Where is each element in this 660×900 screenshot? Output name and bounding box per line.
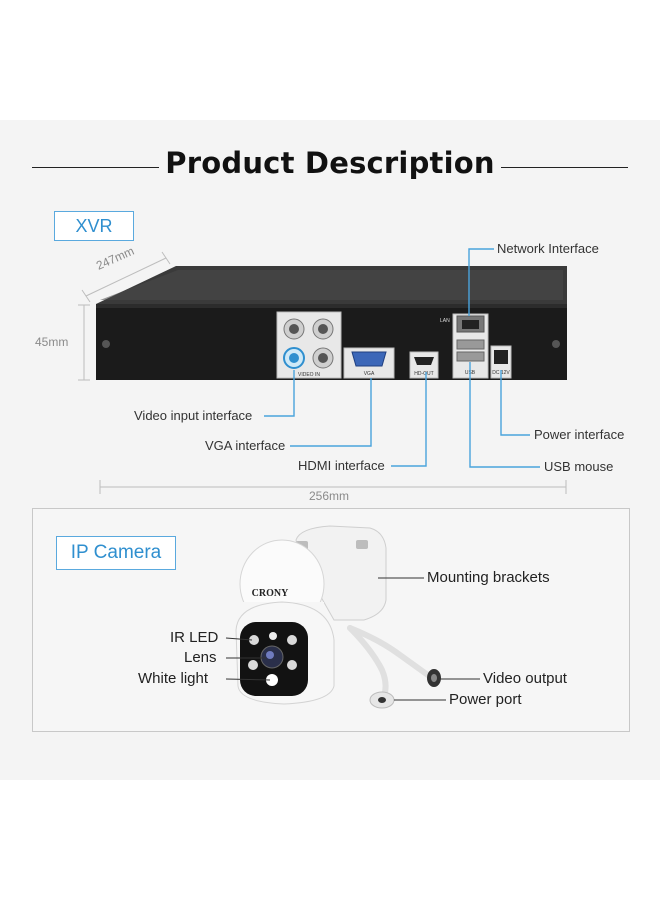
vga-mark: VGA: [364, 371, 375, 377]
title-rule-right: [500, 167, 628, 168]
video-input-interface-label: Video input interface: [134, 408, 253, 423]
xvr-device: VIDEO IN VGA HD-OUT LAN USB DC 12V: [96, 266, 567, 380]
camera-cable: [347, 625, 435, 681]
ir-led-label: IR LED: [170, 629, 219, 646]
bnc-connector-icon: [283, 318, 334, 369]
power-interface-label: Power interface: [534, 427, 625, 442]
hdmi-port-icon: [414, 357, 434, 365]
power-port-label: Power port: [449, 691, 522, 708]
xvr-callout-lines: [264, 248, 540, 468]
xvr-tag: XVR: [54, 211, 134, 241]
dc-port-icon: [494, 350, 508, 364]
white-light-label: White light: [138, 670, 209, 687]
ip-camera-device: CRONY: [235, 525, 441, 709]
mounting-brackets-label: Mounting brackets: [427, 569, 550, 586]
dimension-lines: [78, 251, 567, 494]
title-rule-left: [32, 167, 162, 168]
ir-led-icon: [248, 660, 258, 670]
hdmi-interface-label: HDMI interface: [298, 458, 385, 473]
lens-label: Lens: [184, 649, 217, 666]
white-light-icon: [266, 674, 278, 686]
network-interface-label: Network Interface: [497, 241, 599, 256]
usb-port-icon: [456, 351, 485, 362]
ir-led-icon: [249, 635, 259, 645]
video-output-label: Video output: [483, 670, 567, 687]
usb-port-icon: [456, 339, 485, 350]
video-in-mark: VIDEO IN: [298, 372, 320, 378]
usb-mouse-label: USB mouse: [544, 459, 614, 474]
screw-icon: [552, 340, 560, 348]
screw-icon: [102, 340, 110, 348]
width-dimension-label: 256mm: [309, 489, 350, 503]
vga-interface-label: VGA interface: [205, 438, 286, 453]
hdmi-mark: HD-OUT: [414, 371, 433, 377]
camera-callout-lines: [225, 577, 480, 701]
height-dimension-label: 45mm: [35, 335, 69, 349]
ir-led-icon: [287, 635, 297, 645]
ip-camera-tag: IP Camera: [56, 536, 176, 570]
ir-led-icon: [269, 632, 277, 640]
mounting-bracket: [295, 525, 387, 621]
vga-port-icon: [351, 351, 387, 367]
page-title: Product Description: [0, 146, 660, 180]
lan-mark: LAN: [440, 318, 450, 324]
brand-logo: CRONY: [252, 588, 289, 599]
ir-led-icon: [287, 660, 297, 670]
